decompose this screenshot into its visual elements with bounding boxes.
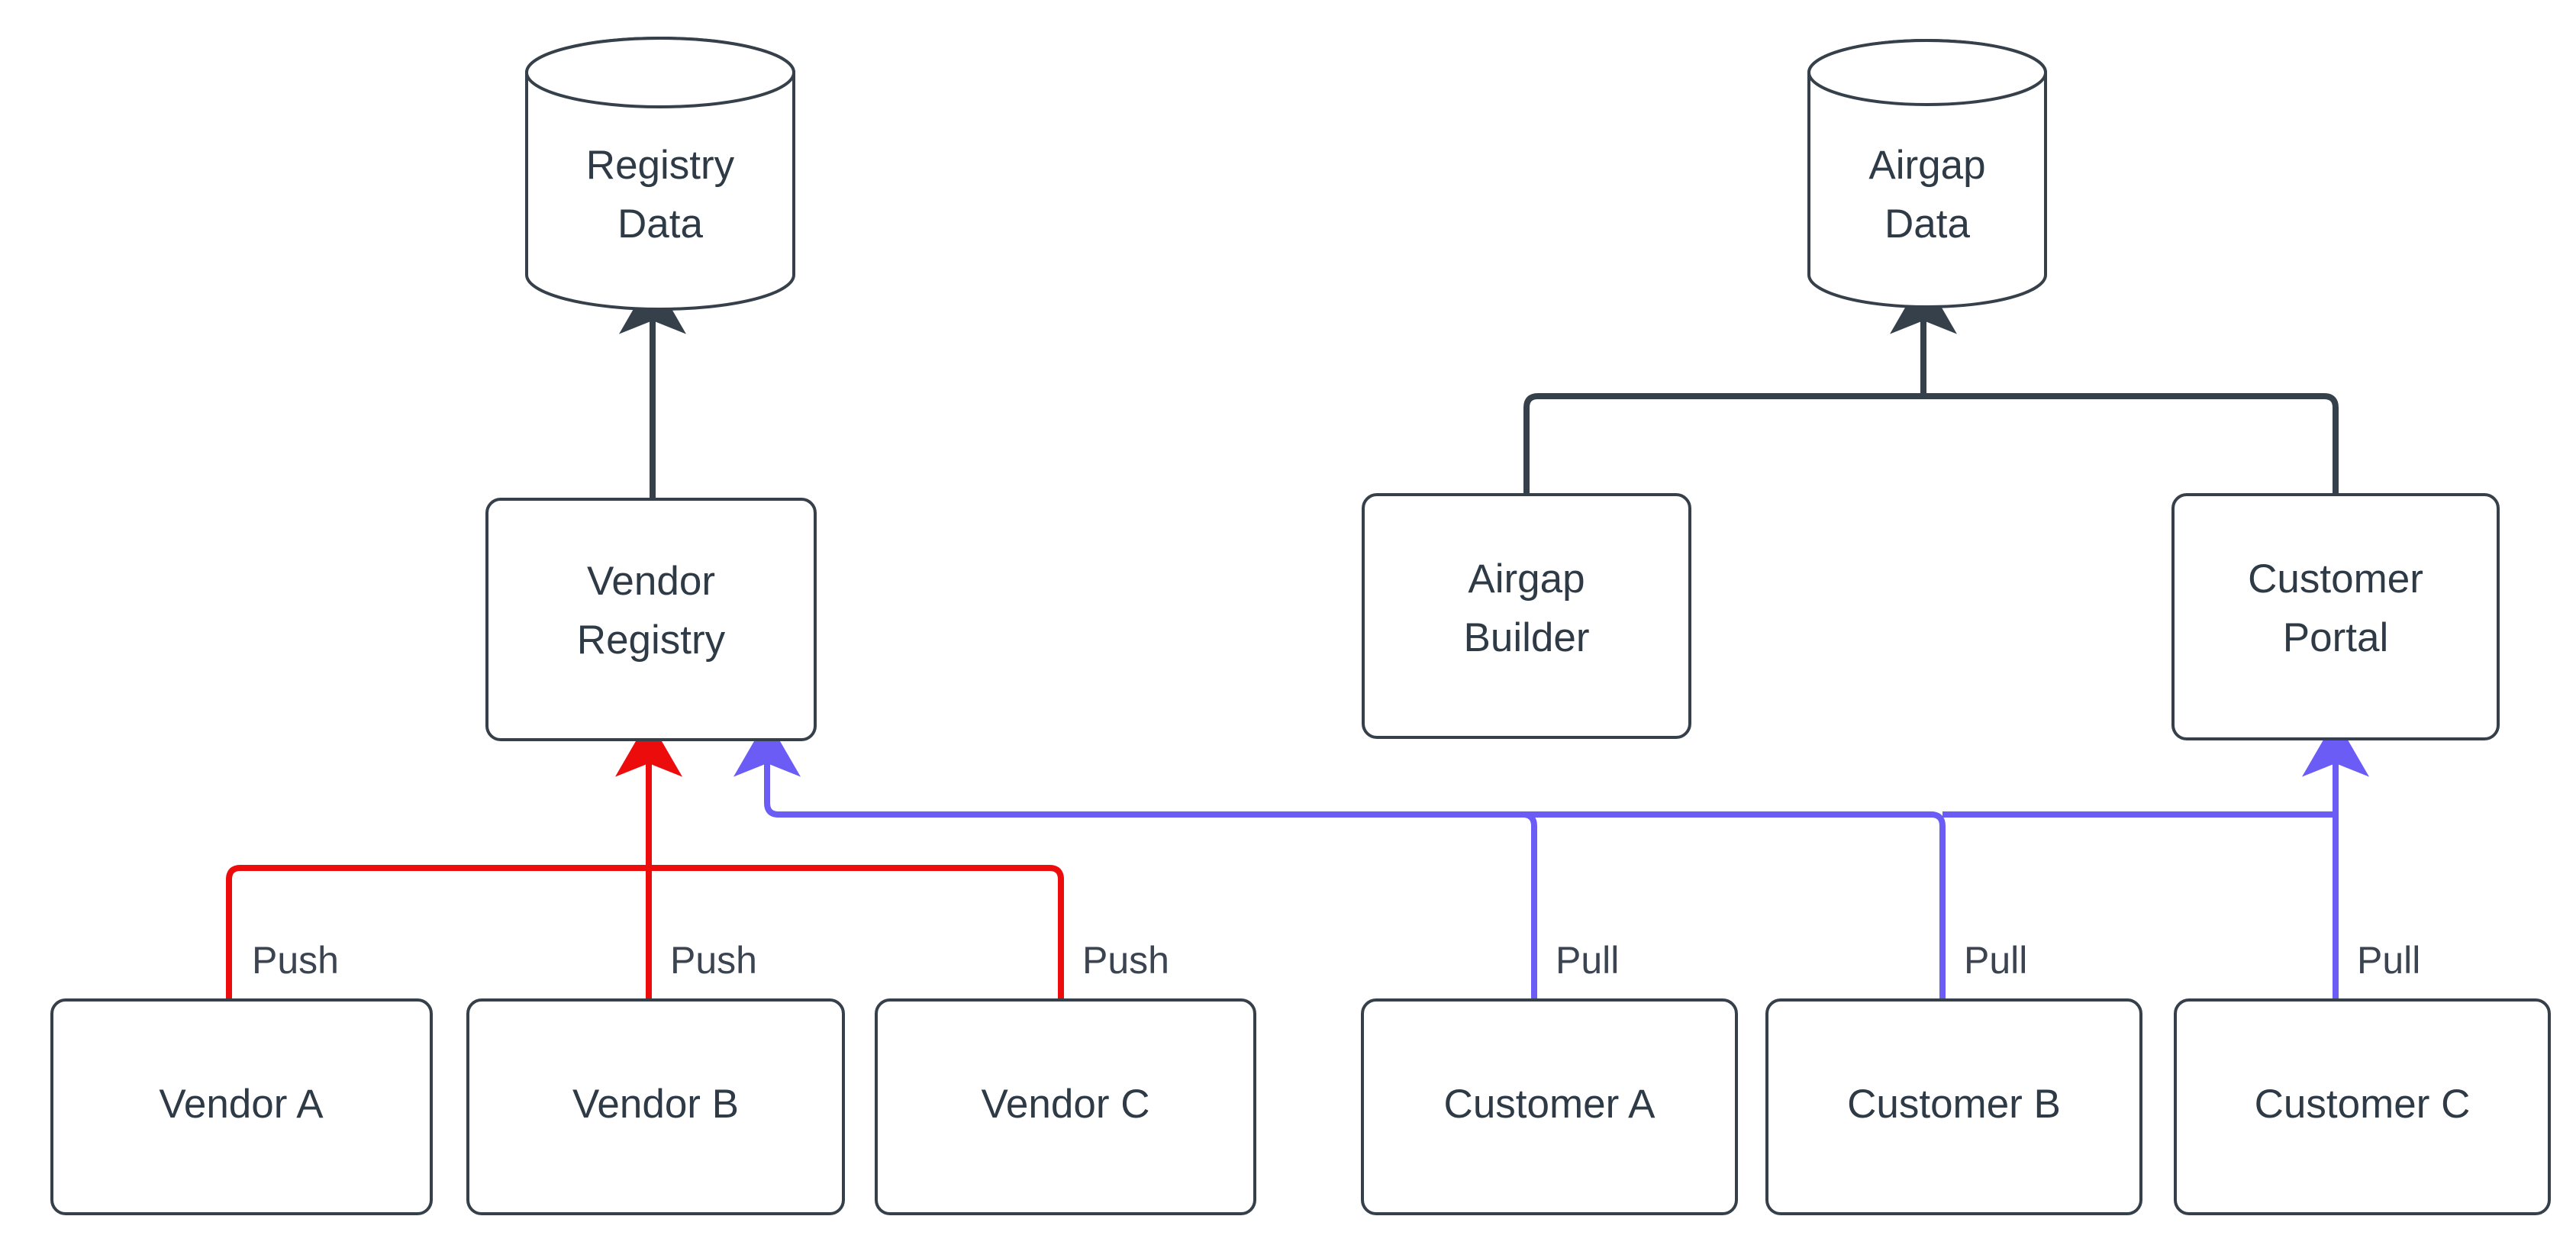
node-customer-portal[interactable]: Customer Portal [2171,493,2500,740]
node-vendor-c-label: Vendor C [982,1082,1150,1127]
edge-label-pull-1: Pull [1556,939,1619,982]
node-vendor-b[interactable]: Vendor B [466,998,845,1215]
node-registry-data-line1: Registry [586,143,735,188]
edge-vendor-c-push [649,865,1064,1000]
node-airgap-builder[interactable]: Airgap Builder [1362,493,1691,739]
edge-customer-c-pull [1942,718,2369,1000]
node-customer-a-label: Customer A [1444,1082,1656,1127]
node-airgap-data-line2: Data [1884,202,1970,247]
node-vendor-registry-line2: Registry [577,618,726,663]
edge-label-pull-2: Pull [1964,939,2027,982]
node-airgap-builder-line2: Builder [1464,615,1590,660]
edge-airgap-builder-to-airgap-data [1523,393,1923,500]
node-vendor-registry[interactable]: Vendor Registry [485,498,817,741]
node-airgap-builder-line1: Airgap [1468,556,1585,602]
edge-label-pull-3: Pull [2357,939,2420,982]
node-customer-portal-line2: Portal [2283,615,2388,660]
edge-label-push-2: Push [670,939,757,982]
edge-vendor-a-push [226,865,649,1000]
edge-label-push-3: Push [1082,939,1169,982]
node-customer-b-label: Customer B [1847,1082,2061,1127]
node-registry-data-line2: Data [617,202,703,247]
node-vendor-registry-line1: Vendor [587,559,715,604]
edge-label-push-1: Push [252,939,339,982]
node-airgap-data-line1: Airgap [1868,143,1985,188]
node-vendor-b-label: Vendor B [572,1082,739,1127]
node-vendor-a[interactable]: Vendor A [50,998,433,1215]
edge-pull-riser-to-vendor-registry [733,718,801,818]
node-customer-c[interactable]: Customer C [2174,998,2551,1215]
edge-customer-b-pull [779,811,1946,1000]
edge-customer-portal-to-airgap-data [1890,276,2339,500]
node-customer-portal-line1: Customer [2248,556,2423,602]
node-airgap-data[interactable]: Airgap Data [1807,39,2048,308]
node-customer-b[interactable]: Customer B [1765,998,2142,1215]
node-customer-a[interactable]: Customer A [1361,998,1738,1215]
node-vendor-c[interactable]: Vendor C [875,998,1256,1215]
node-customer-c-label: Customer C [2255,1082,2471,1127]
node-registry-data[interactable]: Registry Data [524,37,796,311]
node-vendor-a-label: Vendor A [159,1082,324,1127]
